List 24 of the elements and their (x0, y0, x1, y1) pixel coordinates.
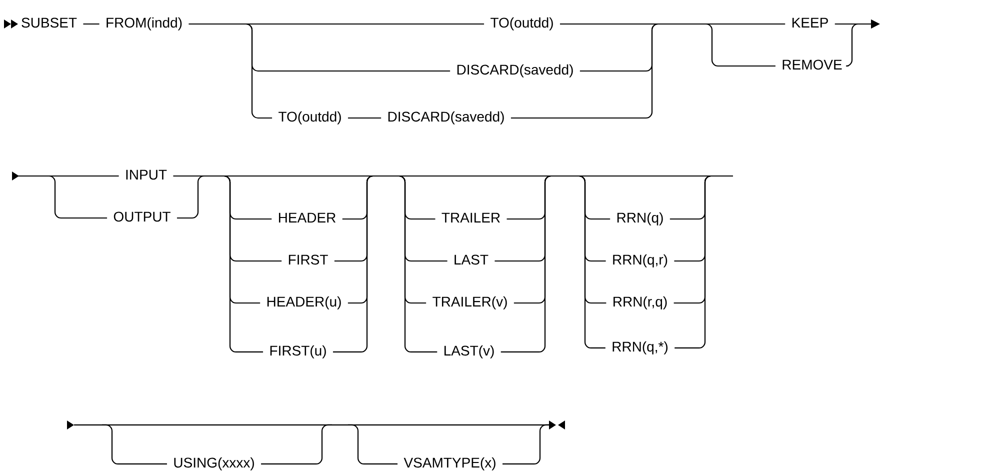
syntax-keyword: DISCARD(savedd) (388, 111, 504, 124)
syntax-keyword: RRN(r,q) (614, 296, 667, 310)
syntax-keyword: TRAILER(v) (432, 296, 507, 310)
syntax-keyword: HEADER(u) (267, 296, 341, 310)
syntax-keyword: RRN(q,*) (612, 341, 668, 354)
syntax-keyword: USING(xxxx) (174, 457, 254, 470)
syntax-keyword: FROM(indd) (106, 17, 182, 30)
syntax-keyword: OUTPUT (114, 212, 170, 222)
syntax-keyword: HEADER (278, 212, 336, 222)
syntax-keyword: FIRST(u) (270, 345, 326, 358)
syntax-keyword: SUBSET (22, 18, 77, 28)
syntax-keyword: REMOVE (782, 60, 842, 70)
syntax-keyword: RRN(q,r) (613, 254, 668, 268)
syntax-keyword: DISCARD(savedd) (457, 64, 573, 78)
syntax-keyword: FIRST (288, 254, 328, 265)
syntax-keyword: TRAILER (442, 212, 500, 222)
syntax-keyword: LAST (454, 254, 488, 265)
syntax-keyword: LAST(v) (444, 345, 494, 358)
syntax-keyword: INPUT (126, 170, 167, 180)
syntax-keyword: TO(outdd) (490, 17, 553, 30)
syntax-keyword: RRN(q) (617, 212, 663, 226)
syntax-keyword: KEEP (792, 18, 828, 28)
syntax-keyword: VSAMTYPE(x) (404, 457, 496, 470)
syntax-keyword: TO(outdd) (278, 111, 341, 124)
